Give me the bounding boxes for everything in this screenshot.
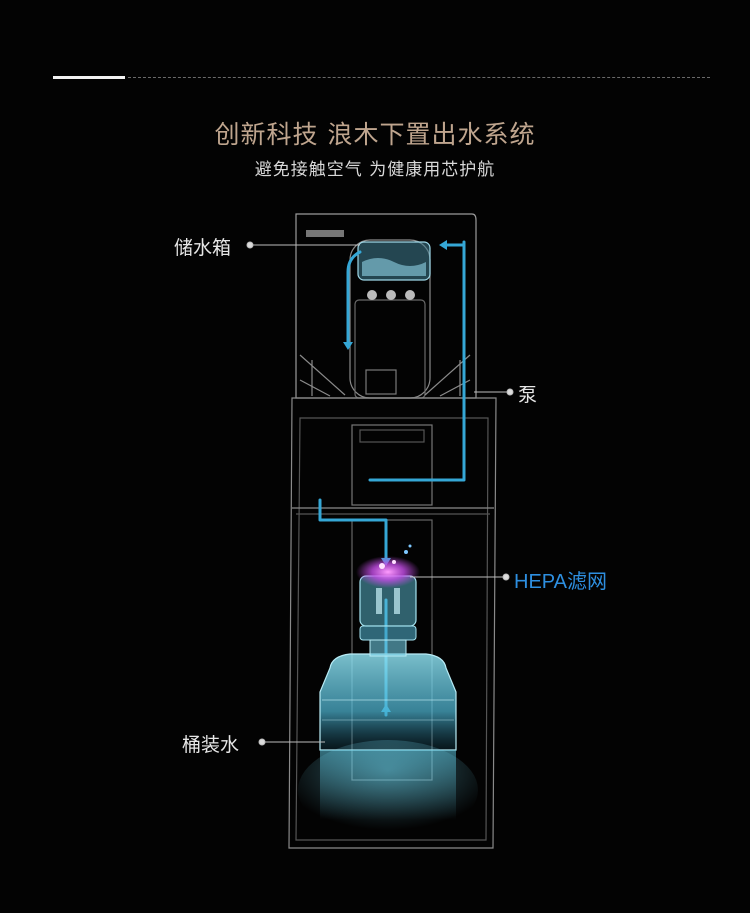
page-title: 创新科技 浪木下置出水系统 <box>214 120 536 149</box>
header-rule-highlight <box>53 76 125 79</box>
storage-tank <box>357 241 431 281</box>
label-pump: 泵 <box>518 384 538 406</box>
control-buttons <box>367 290 415 300</box>
page-subtitle: 避免接触空气 为健康用芯护航 <box>254 160 496 180</box>
brand-logo <box>306 230 344 237</box>
label-filter: HEPA滤网 <box>514 571 607 593</box>
label-tank: 储水箱 <box>174 237 232 259</box>
header-rule-dashed <box>128 77 710 78</box>
label-bottle: 桶装水 <box>182 734 240 756</box>
water-bottle <box>298 639 478 840</box>
callout-lines <box>246 241 514 746</box>
hepa-filter <box>356 544 420 641</box>
